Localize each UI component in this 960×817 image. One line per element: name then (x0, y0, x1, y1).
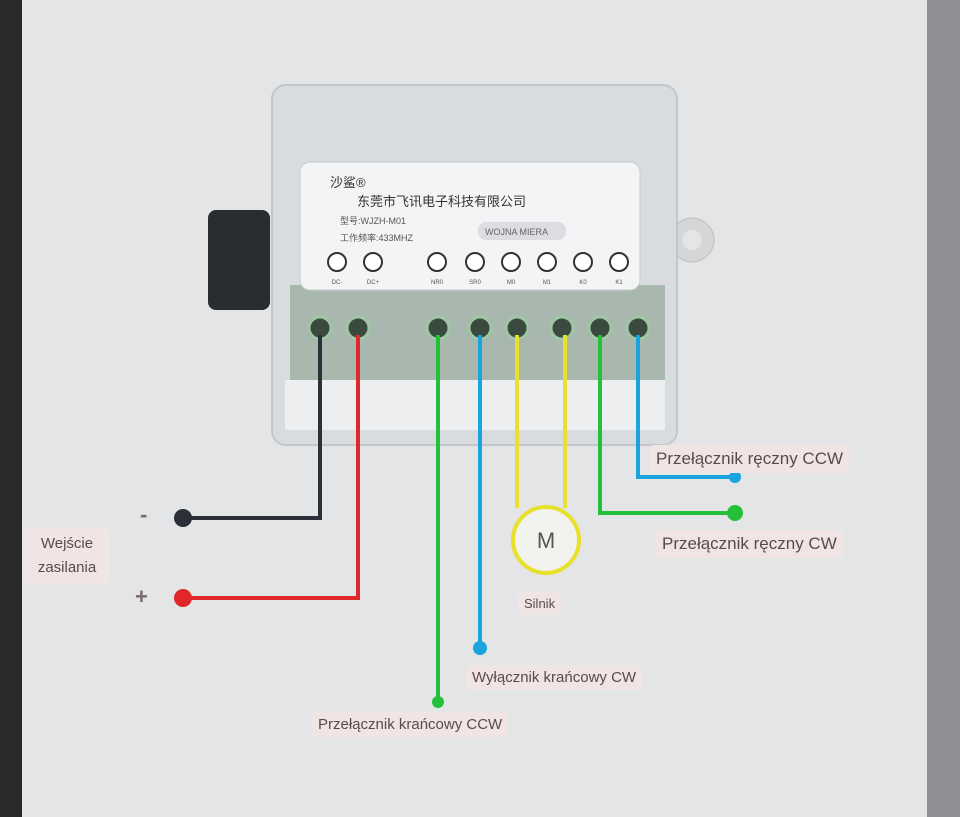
module-brand: 沙鲨® (330, 175, 366, 190)
terminal-label: K0 (579, 280, 587, 286)
terminal-label: K1 (615, 280, 623, 286)
mounting-hole (682, 230, 702, 250)
terminal-label: M1 (543, 280, 552, 286)
terminal-dot-manual-cw (727, 505, 743, 521)
label-plus: + (135, 584, 148, 609)
motor-symbol (511, 505, 581, 575)
watermark: WOJNA MIERA (485, 227, 548, 237)
terminal-dot-positive (174, 589, 192, 607)
terminal-dot-manual-ccw (729, 471, 741, 483)
label-power-input: Wejście zasilania (24, 528, 110, 584)
terminal-dot-limit-cw (473, 641, 487, 655)
terminal-block (285, 380, 665, 430)
screen-edge (927, 0, 960, 817)
wire-manual-cw (598, 335, 735, 515)
label-manual-cw: Przełącznik ręczny CW (656, 530, 843, 558)
wire-negative (183, 335, 322, 520)
motor-letter: M (537, 528, 555, 553)
terminal-dot-negative (174, 509, 192, 527)
terminal-screw (501, 252, 521, 272)
terminal-screw (537, 252, 557, 272)
terminal-screw (427, 252, 447, 272)
terminal-label: DC+ (367, 280, 380, 286)
terminal-label: DC- (332, 280, 343, 286)
terminal-screw (609, 252, 629, 272)
terminal-label: M0 (507, 280, 516, 286)
wire-manual-ccw (636, 335, 735, 479)
terminal-screw (363, 252, 383, 272)
wire-positive (183, 335, 360, 600)
module-model: 型号:WJZH-M01 (340, 216, 406, 226)
label-limit-cw: Wyłącznik krańcowy CW (466, 665, 643, 690)
terminal-label: NR0 (431, 280, 444, 286)
label-motor: Silnik (518, 592, 562, 615)
label-limit-ccw: Przełącznik krańcowy CCW (312, 712, 509, 737)
terminal-screw (465, 252, 485, 272)
terminal-screw (327, 252, 347, 272)
label-manual-ccw: Przełącznik ręczny CCW (650, 445, 850, 473)
module-company: 东莞市飞讯电子科技有限公司 (357, 194, 526, 209)
terminal-hole (549, 315, 575, 341)
terminal-dot-limit-ccw (432, 696, 444, 708)
terminal-screw (573, 252, 593, 272)
watermark-badge (478, 222, 566, 240)
module-frequency: 工作频率:433MHZ (340, 232, 414, 243)
terminal-label: SR0 (469, 280, 481, 286)
antenna-coil (208, 210, 270, 310)
label-minus: - (140, 502, 148, 527)
